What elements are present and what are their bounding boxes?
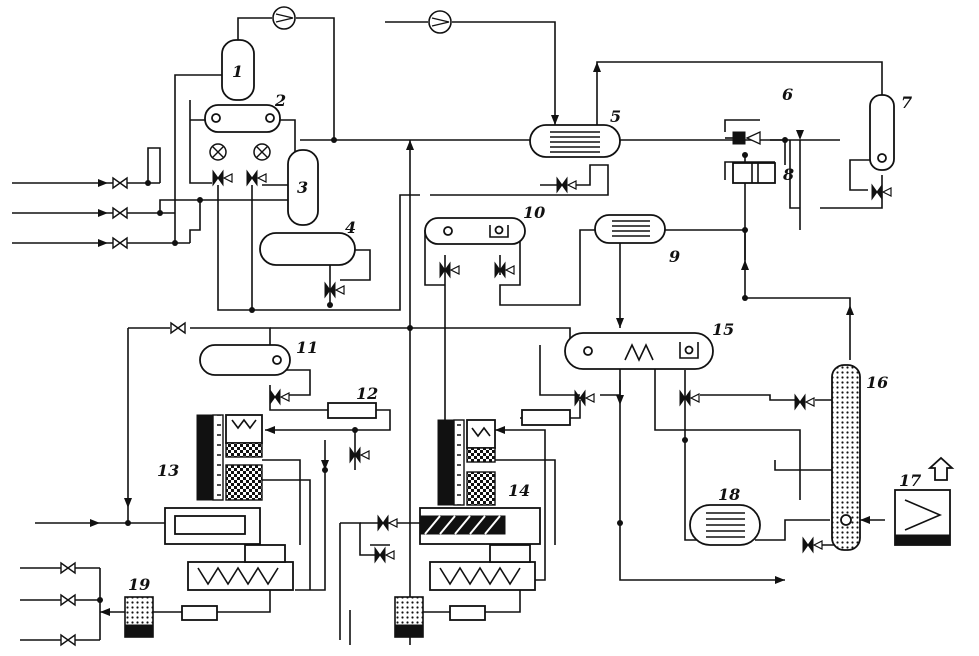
vessel-11 (199, 344, 291, 376)
reactor-14 (419, 419, 541, 591)
unit-14-aux (521, 409, 571, 426)
label-14: 14 (508, 481, 530, 500)
flow-arrows (90, 62, 870, 616)
label-2: 2 (274, 91, 286, 110)
label-15: 15 (712, 320, 734, 339)
label-12: 12 (356, 384, 378, 403)
control-block-8 (732, 162, 776, 184)
label-4: 4 (345, 218, 356, 237)
vessel-4 (259, 232, 356, 266)
vessel-10 (424, 217, 526, 245)
vessel-15-nozzle-icon (583, 346, 593, 356)
junctions (97, 137, 788, 603)
unit-19-connector (181, 605, 218, 621)
sensor-6-icon (745, 130, 761, 146)
vessel-1 (221, 39, 255, 101)
label-9: 9 (669, 247, 680, 266)
heater-a-icon (209, 143, 227, 161)
piping (12, 17, 885, 645)
label-10: 10 (523, 203, 545, 222)
vessel-3 (287, 149, 319, 226)
heat-exchanger-5 (529, 124, 621, 158)
label-11: 11 (296, 338, 318, 357)
reactor-13 (164, 414, 294, 591)
label-13: 13 (157, 461, 179, 480)
label-3: 3 (297, 178, 308, 197)
label-17: 17 (899, 471, 921, 490)
label-8: 8 (782, 165, 794, 184)
label-5: 5 (610, 107, 621, 126)
column-7-nozzle-icon (877, 153, 887, 163)
label-1: 1 (232, 62, 243, 81)
label-16: 16 (866, 373, 888, 392)
vessel-15-float-icon (684, 345, 694, 355)
vessel-15 (564, 332, 714, 370)
column-16-nozzle-icon (840, 514, 852, 526)
label-19: 19 (128, 575, 150, 594)
vessel-11-nozzle-icon (272, 355, 282, 365)
heater-b-icon (253, 143, 271, 161)
vessel-2-nozzle-right-icon (265, 113, 275, 123)
column-16 (831, 364, 861, 551)
furnace-17 (894, 456, 955, 546)
vessel-2 (204, 104, 281, 133)
label-18: 18 (718, 485, 740, 504)
compressor-2-icon (428, 10, 452, 34)
column-7 (869, 94, 895, 171)
label-7: 7 (901, 93, 912, 112)
vessel-10-float-icon (494, 225, 504, 235)
control-element-6 (732, 131, 746, 145)
unit-12 (327, 402, 377, 419)
label-6: 6 (782, 85, 793, 104)
compressor-1-icon (272, 6, 296, 30)
vessel-2-nozzle-left-icon (211, 113, 221, 123)
vessel-10-nozzle-icon (443, 226, 453, 236)
heat-exchanger-9 (594, 214, 666, 244)
unit-14-feed-connector (449, 605, 486, 621)
